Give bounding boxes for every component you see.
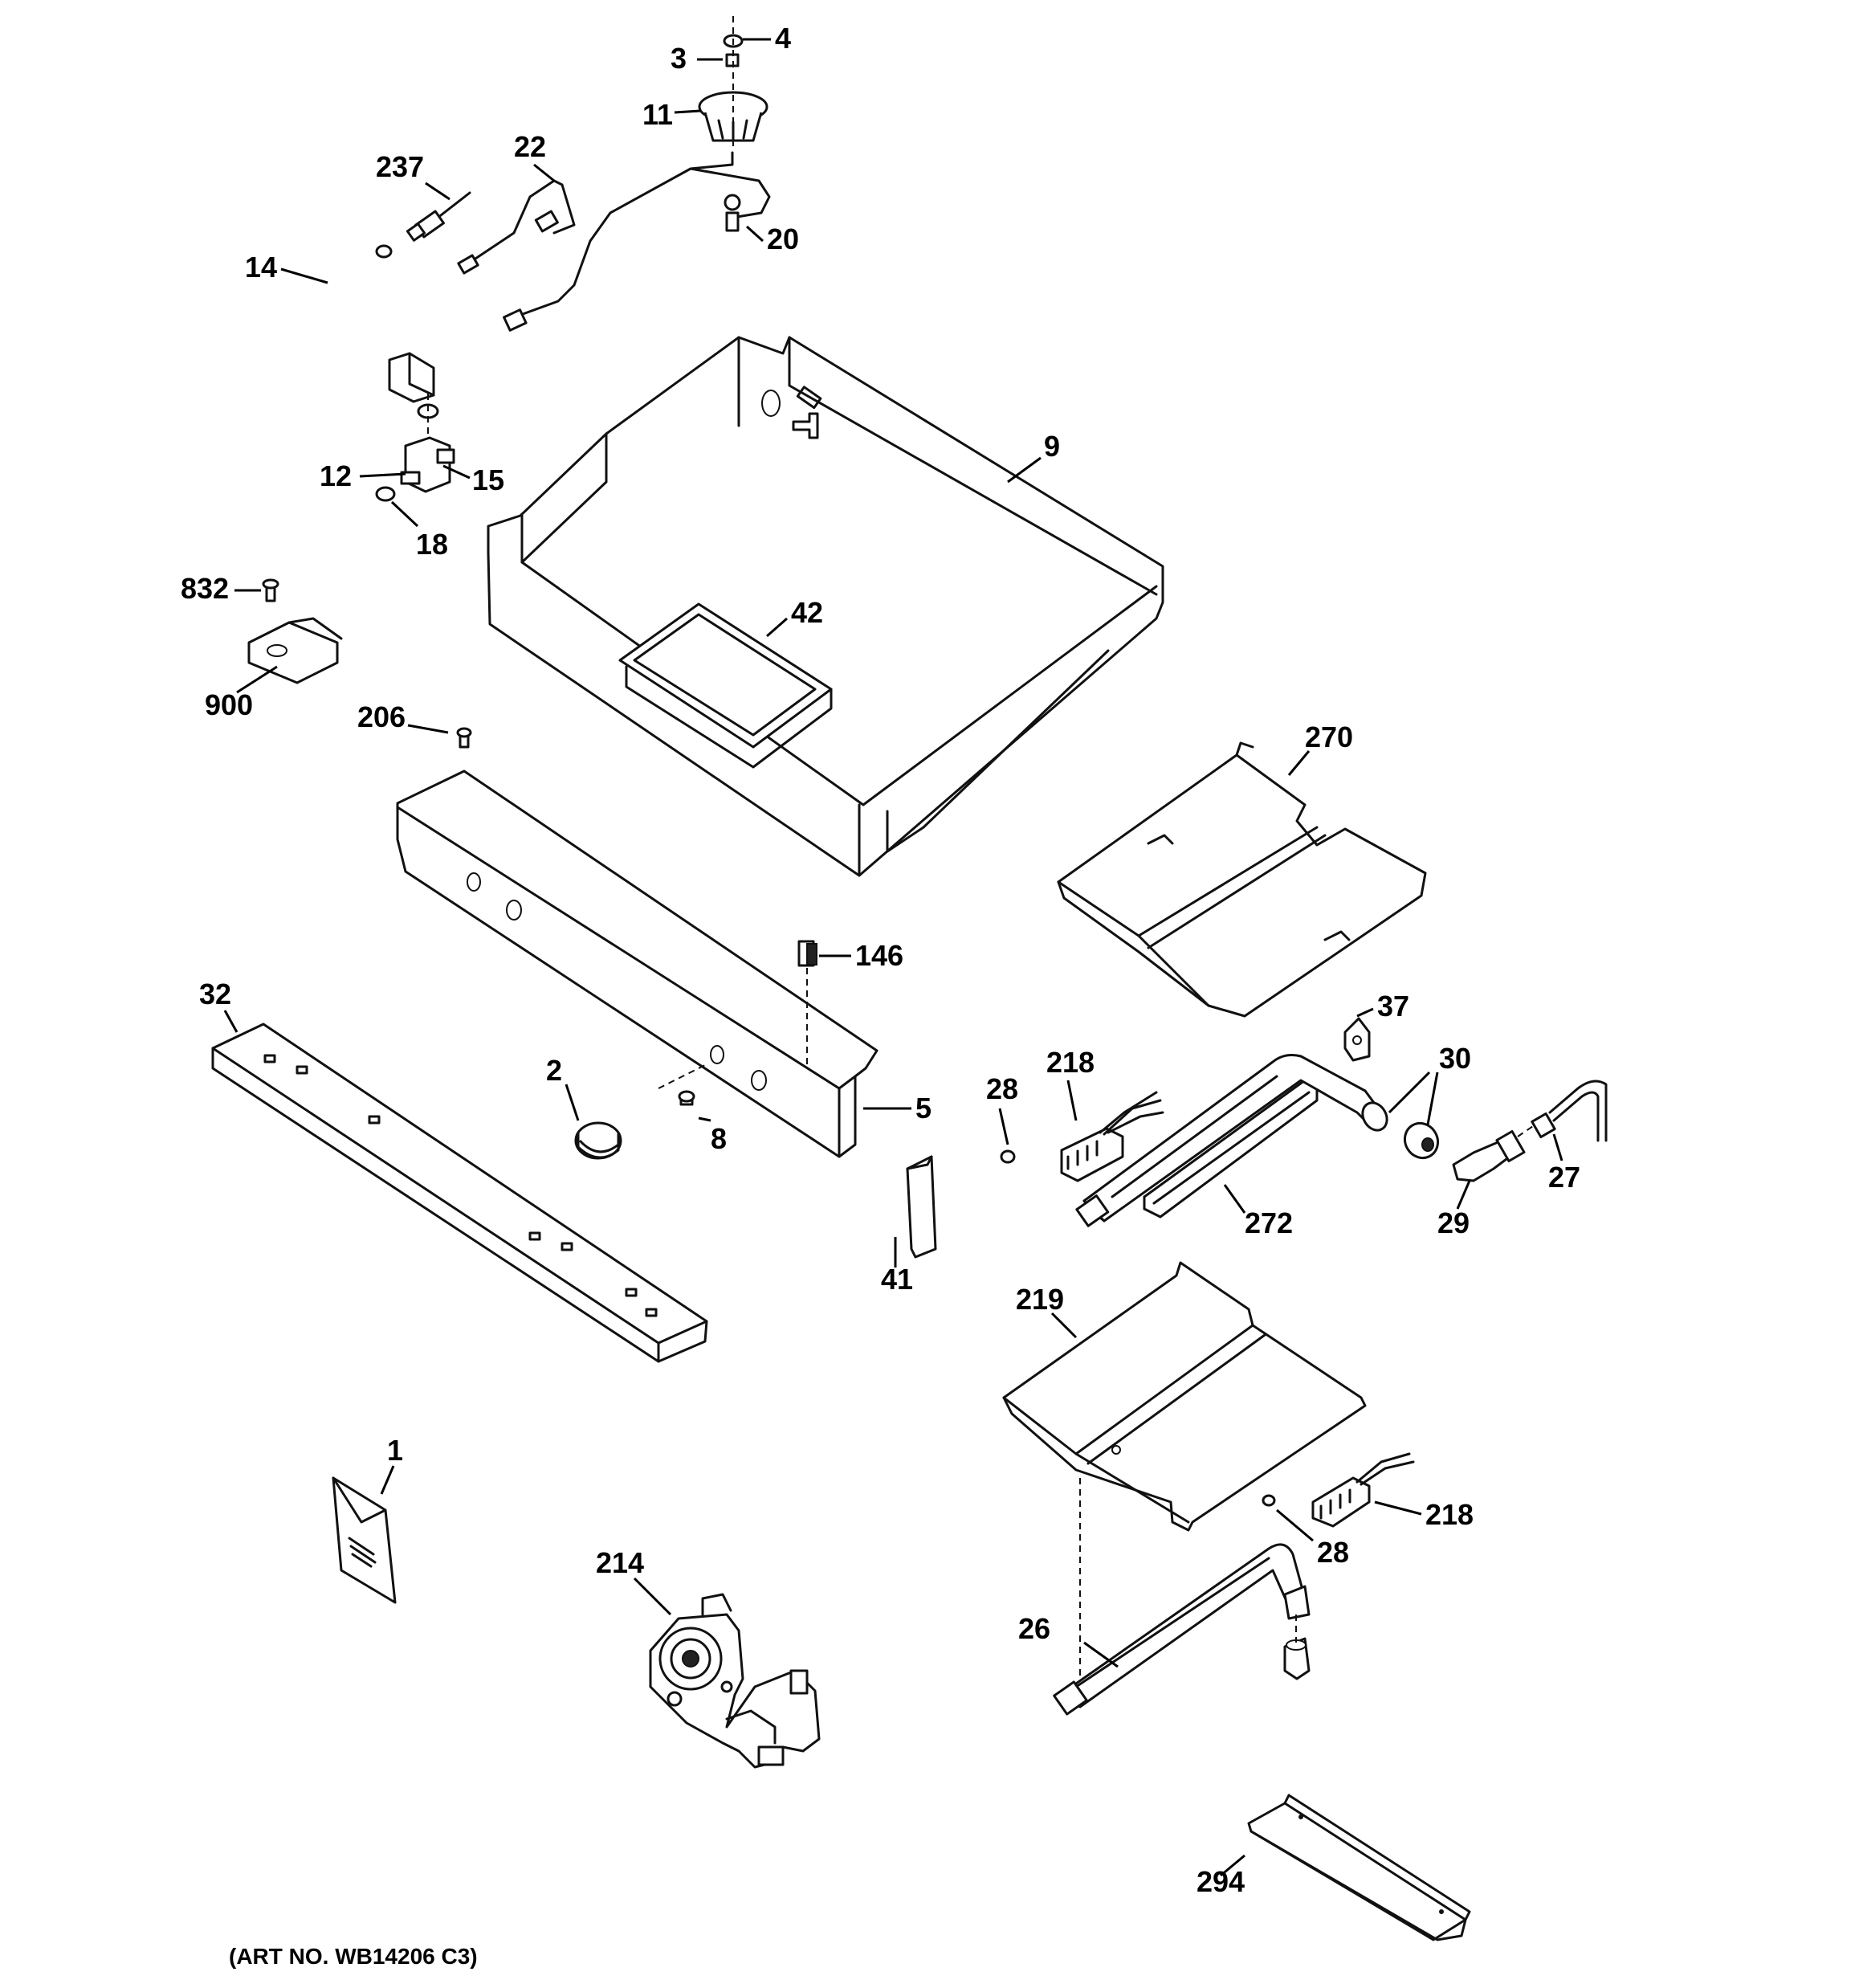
part-28-screw-bottom	[1262, 1494, 1276, 1507]
callout-41: 41	[881, 1263, 913, 1296]
callout-294: 294	[1196, 1865, 1245, 1898]
callout-26: 26	[1018, 1612, 1050, 1645]
part-41-cover	[906, 1155, 937, 1259]
callout-labels: 4 3 11 237 22 20 14 12 15 18 9 832 900 4…	[181, 22, 1580, 1898]
callout-15: 15	[472, 463, 504, 496]
callout-206: 206	[357, 700, 406, 733]
callout-3: 3	[671, 42, 687, 75]
callout-30: 30	[1439, 1042, 1471, 1075]
callout-1: 1	[387, 1434, 403, 1467]
callout-270: 270	[1305, 720, 1353, 753]
leader-lines	[223, 38, 1563, 1877]
part-2-knob	[574, 1121, 622, 1160]
part-270-shield	[1057, 741, 1427, 1018]
callout-272: 272	[1245, 1206, 1293, 1239]
callout-219: 219	[1016, 1283, 1064, 1316]
callout-218-bottom: 218	[1425, 1498, 1474, 1531]
part-30-air-shutter	[1361, 1101, 1440, 1160]
part-832-screw	[262, 578, 279, 602]
part-219-lower-shield	[1002, 1261, 1367, 1687]
art-number: (ART NO. WB14206 C3)	[229, 1944, 478, 1969]
part-218-igniter-bottom	[1311, 1452, 1415, 1528]
callout-28-bottom: 28	[1317, 1536, 1349, 1569]
callout-18: 18	[416, 528, 448, 561]
part-214-gas-valve	[649, 1593, 821, 1769]
part-20-gas-tube	[512, 151, 771, 319]
part-22-pilot-tube	[457, 179, 576, 332]
part-28-screw-top	[1000, 1149, 1016, 1164]
callout-12: 12	[320, 459, 352, 492]
callout-4: 4	[775, 22, 791, 55]
part-218-igniter-top	[1060, 1091, 1164, 1182]
part-8-screw	[658, 1063, 707, 1106]
callout-9: 9	[1044, 430, 1060, 463]
part-27-orifice-tube	[1517, 1080, 1608, 1142]
part-9-burner-box	[487, 336, 1164, 877]
callout-27: 27	[1548, 1161, 1580, 1194]
callout-42: 42	[791, 596, 823, 629]
callout-214: 214	[596, 1546, 644, 1579]
callout-218-top: 218	[1046, 1046, 1095, 1079]
callout-32: 32	[199, 978, 231, 1010]
part-237-fitting	[406, 191, 471, 242]
callout-14: 14	[245, 251, 277, 284]
callout-237: 237	[376, 150, 424, 183]
part-1-literature	[332, 1476, 397, 1604]
callout-5: 5	[915, 1092, 932, 1125]
callout-2: 2	[546, 1054, 562, 1087]
callout-900: 900	[205, 688, 253, 721]
part-32-trim-strip	[211, 1023, 708, 1363]
part-26-bake-burner	[1053, 1543, 1311, 1716]
callout-28-top: 28	[986, 1072, 1018, 1105]
callout-832: 832	[181, 572, 229, 605]
callout-20: 20	[767, 222, 799, 255]
callout-22: 22	[514, 130, 546, 163]
part-294-rail	[1247, 1794, 1471, 1941]
part-18-nut	[375, 486, 396, 502]
part-29-elbow	[1452, 1130, 1526, 1182]
part-146-clip	[797, 940, 817, 1064]
callout-146: 146	[855, 939, 903, 972]
part-12-15-valve-bracket	[400, 394, 455, 493]
part-11-burner-head	[698, 16, 768, 149]
part-900-bracket	[247, 617, 343, 684]
part-37-bracket	[1343, 1017, 1371, 1062]
manifold-bracket-left	[388, 352, 435, 403]
part-5-manifold-panel	[396, 769, 879, 1158]
part-206-screw	[456, 727, 472, 749]
part-42-access-plate	[618, 602, 833, 769]
callout-11: 11	[642, 98, 673, 131]
callout-8: 8	[711, 1122, 727, 1155]
callout-29: 29	[1437, 1206, 1470, 1239]
callout-37: 37	[1377, 990, 1409, 1023]
upper-burner-tube	[1075, 1054, 1383, 1227]
